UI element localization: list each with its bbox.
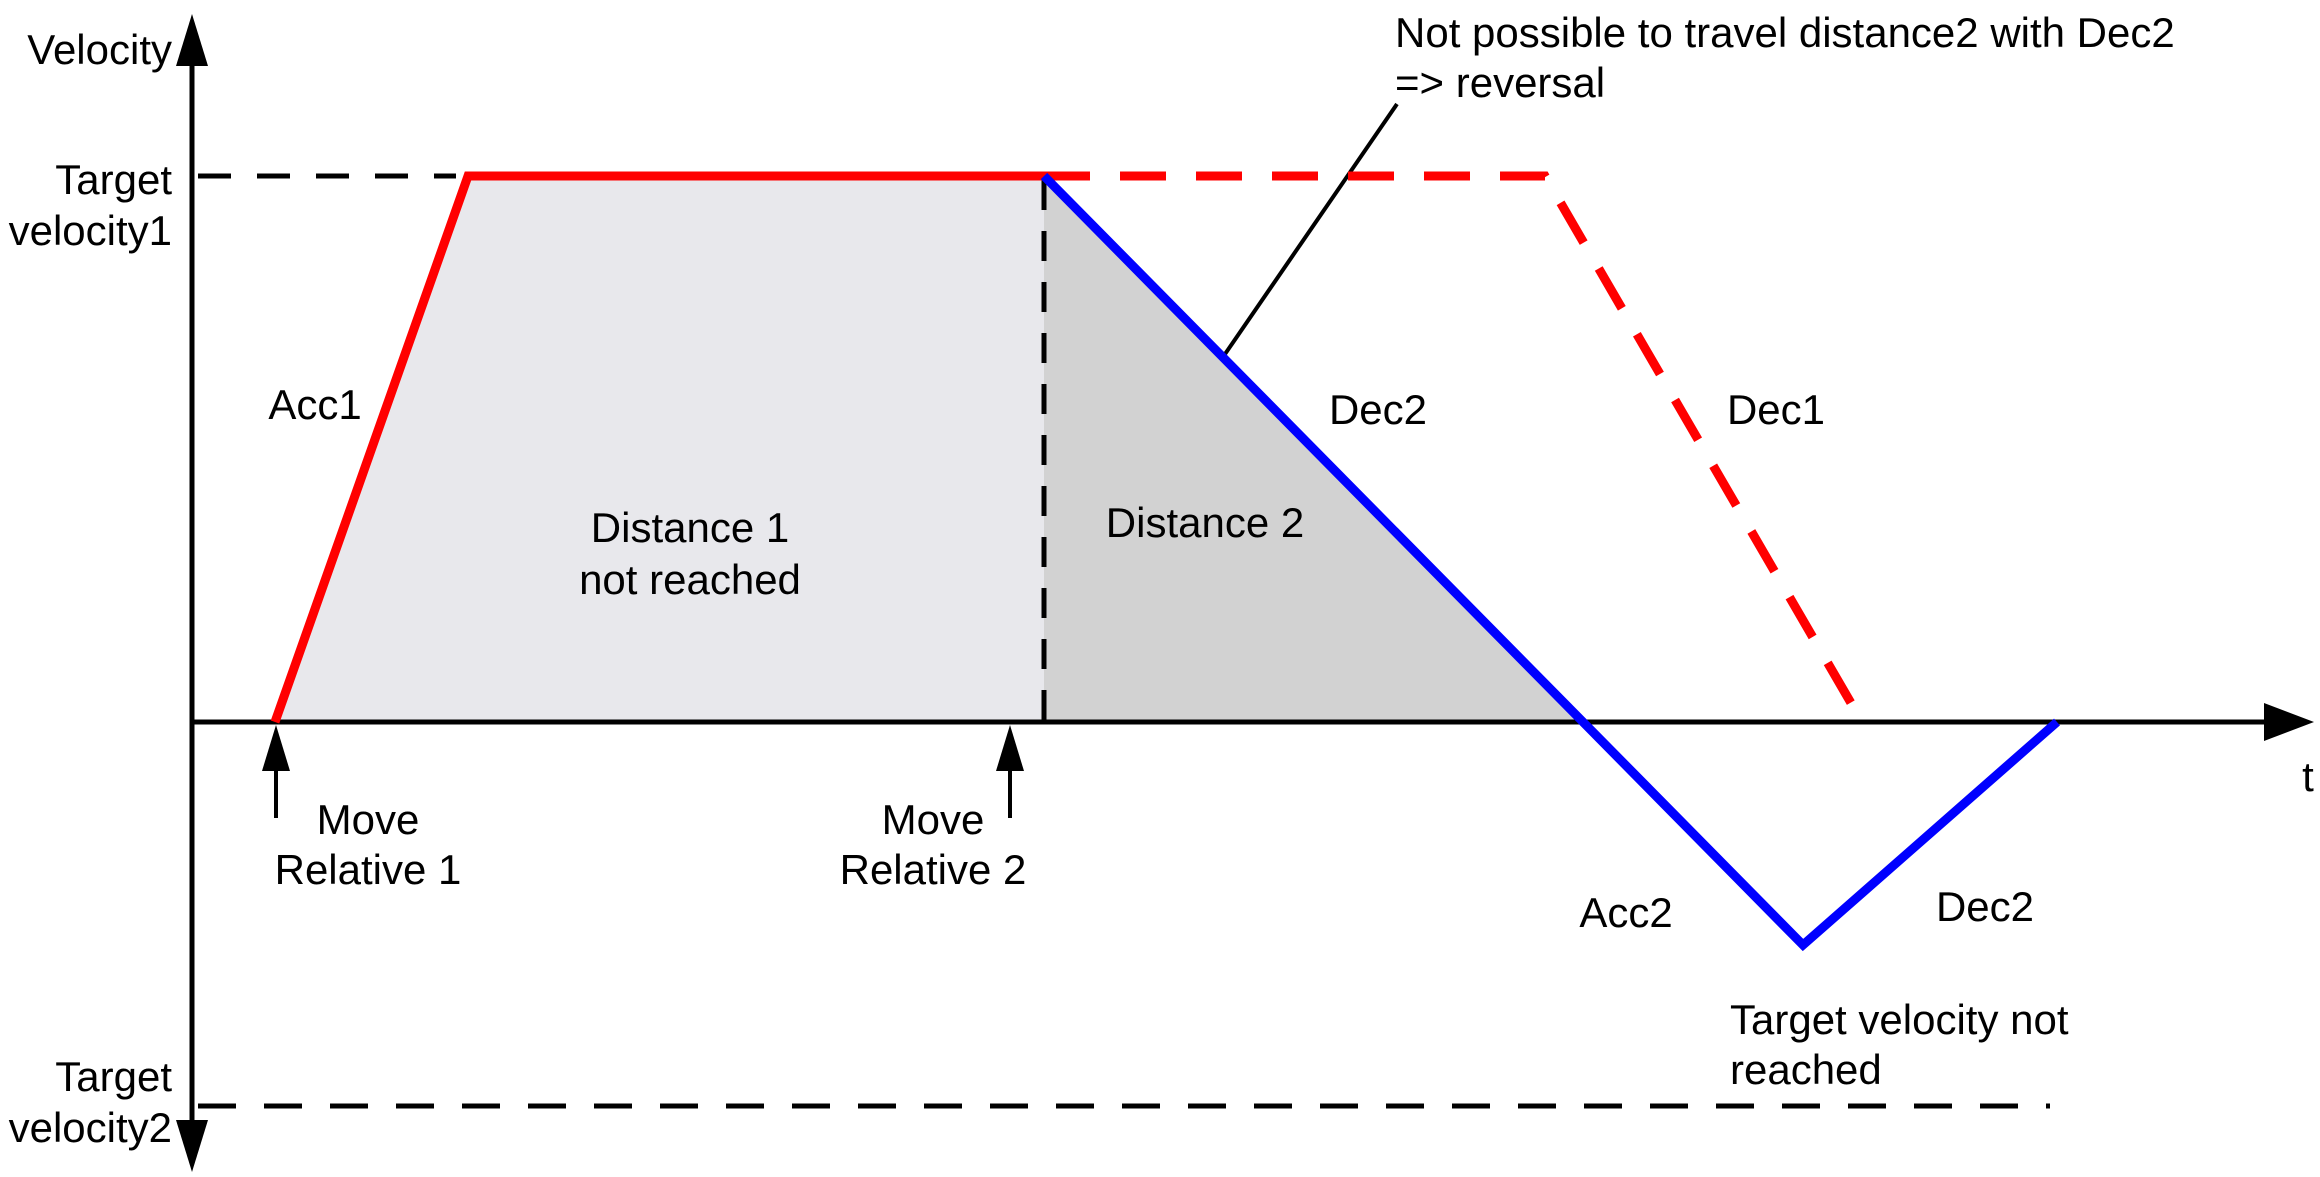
move2-velocity-curve bbox=[1040, 172, 2060, 952]
distance1-label-line2: not reached bbox=[579, 556, 801, 603]
x-axis-label: t bbox=[2302, 753, 2314, 800]
move-relative2-arrow bbox=[996, 725, 1024, 818]
dec1-label: Dec1 bbox=[1727, 386, 1825, 433]
distance1-label-line1: Distance 1 bbox=[591, 504, 789, 551]
target-velocity1-label-line2: velocity1 bbox=[9, 207, 172, 254]
x-axis-arrowhead-icon bbox=[2264, 703, 2314, 741]
move-relative2-label-line2: Relative 2 bbox=[840, 846, 1027, 893]
y-axis-label: Velocity bbox=[27, 26, 172, 73]
target-not-reached-label-line2: reached bbox=[1730, 1046, 1882, 1093]
annotation-label-line2: => reversal bbox=[1395, 59, 1605, 106]
move-relative2-label-line1: Move bbox=[882, 796, 985, 843]
move-relative1-arrow bbox=[262, 725, 290, 818]
acc2-label: Acc2 bbox=[1579, 889, 1672, 936]
annotation-leader-line bbox=[1221, 102, 1399, 359]
dec2-upper-label: Dec2 bbox=[1329, 386, 1427, 433]
target-not-reached-label-line1: Target velocity not bbox=[1730, 996, 2069, 1043]
annotation-label-line1: Not possible to travel distance2 with De… bbox=[1395, 9, 2175, 56]
distance2-label: Distance 2 bbox=[1106, 499, 1304, 546]
acc1-label: Acc1 bbox=[268, 381, 361, 428]
move-relative1-label-line1: Move bbox=[317, 796, 420, 843]
move1-aborted-dashed-curve bbox=[1044, 171, 1866, 725]
target-velocity2-label-line1: Target bbox=[55, 1053, 172, 1100]
move-relative1-label-line2: Relative 1 bbox=[275, 846, 462, 893]
y-axis-bottom-arrowhead-icon bbox=[176, 1120, 208, 1172]
y-axis-top-arrowhead-icon bbox=[176, 14, 208, 66]
target-velocity1-label-line1: Target bbox=[55, 156, 172, 203]
distance1-area bbox=[275, 176, 1044, 722]
target-velocity2-label-line2: velocity2 bbox=[9, 1104, 172, 1151]
dec2-lower-label: Dec2 bbox=[1936, 883, 2034, 930]
move1-velocity-curve bbox=[270, 171, 1044, 724]
